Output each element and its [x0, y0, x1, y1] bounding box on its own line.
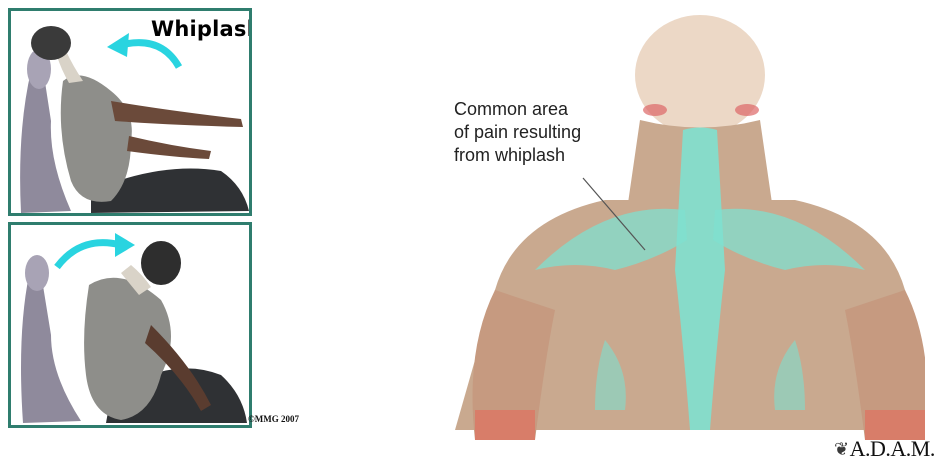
- motion-arrow-forward: [57, 243, 121, 267]
- whiplash-title: Whiplash: [151, 17, 252, 41]
- copyright-notice: ©MMG 2007: [248, 414, 299, 424]
- leaf-icon: ❦: [834, 439, 849, 460]
- elbow-left: [475, 410, 535, 440]
- brand-text: A.D.A.M.: [850, 436, 935, 462]
- head: [141, 241, 181, 285]
- pain-area-caption: Common area of pain resulting from whipl…: [454, 98, 581, 167]
- ear-right: [735, 104, 759, 116]
- anatomy-head: [635, 15, 765, 135]
- arm-lower: [127, 136, 211, 159]
- ear-left: [643, 104, 667, 116]
- whiplash-panel-forward: [8, 222, 252, 428]
- caption-line: from whiplash: [454, 144, 581, 167]
- torso-shirt: [61, 75, 132, 201]
- head: [31, 26, 71, 60]
- figure-head-back-illustration: [11, 11, 249, 213]
- motion-arrow-back: [121, 43, 179, 67]
- arrow-head-back: [107, 33, 129, 57]
- figure-head-forward-illustration: [11, 225, 249, 425]
- adam-logo: ❦ A.D.A.M.: [834, 436, 935, 462]
- caption-line: of pain resulting: [454, 121, 581, 144]
- arrow-head-forward: [115, 233, 135, 257]
- headrest: [25, 255, 49, 291]
- back-muscle-anatomy: [455, 10, 925, 440]
- whiplash-panel-backward: Whiplash: [8, 8, 252, 216]
- caption-line: Common area: [454, 98, 581, 121]
